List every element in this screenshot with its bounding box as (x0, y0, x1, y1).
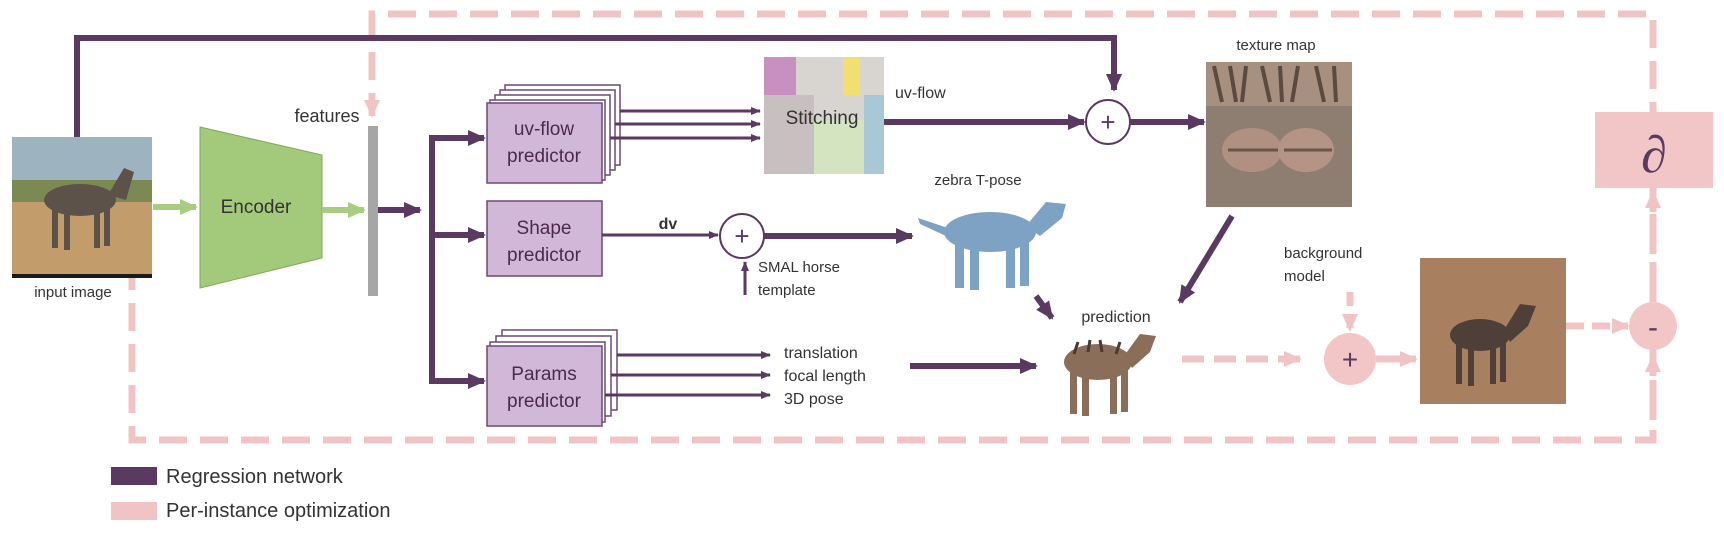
params-predictor-label-2: predictor (507, 391, 582, 412)
params-predictor: Params predictor (486, 329, 618, 427)
zebra-tpose-label: zebra T-pose (934, 172, 1021, 189)
texture-to-prediction-arrow (1177, 214, 1235, 304)
stitching-block: Stitching (764, 57, 884, 174)
texture-map-label: texture map (1236, 37, 1315, 54)
skip-connection-arrow (74, 35, 1122, 137)
params-output-arrows (605, 351, 771, 399)
uv-flow-predictor: uv-flow predictor (486, 84, 621, 184)
composite-sum-node (1324, 333, 1376, 385)
input-image (12, 137, 152, 278)
prediction-zebra (1064, 334, 1156, 416)
legend-label-regression: Regression network (166, 466, 344, 488)
smal-template-label-2: template (758, 282, 816, 299)
features-label: features (294, 106, 359, 126)
uv-flow-label: uv-flow (895, 85, 946, 102)
composited-render (1420, 258, 1566, 404)
zebra-figure-input (44, 168, 134, 250)
prediction-label: prediction (1081, 309, 1150, 326)
legend-label-optimization: Per-instance optimization (166, 500, 391, 522)
legend-swatch-regression (111, 467, 157, 485)
stitching-label: Stitching (786, 108, 859, 129)
background-model-label-2: model (1284, 268, 1325, 285)
shape-predictor-label-1: Shape (517, 218, 572, 239)
pose-3d-label: 3D pose (784, 391, 844, 408)
encoder-label: Encoder (221, 197, 292, 218)
shape-predictor-label-2: predictor (507, 245, 582, 266)
gradient-symbol: ∂ (1641, 127, 1667, 184)
composite-sum-symbol: + (1342, 344, 1358, 375)
feature-bar (368, 126, 378, 296)
shape-predictor-box (486, 200, 603, 277)
encoder-block (199, 126, 323, 289)
texture-map-image (1206, 62, 1352, 207)
background-model-label-1: background (1284, 245, 1362, 262)
shape-sum-symbol: + (734, 221, 749, 251)
uv-predictor-label-2: predictor (507, 146, 582, 167)
input-image-label: input image (34, 284, 112, 301)
zebra-tpose-mesh (918, 202, 1066, 290)
uv-predictor-label-1: uv-flow (514, 119, 574, 140)
legend-swatch-optimization (111, 502, 157, 520)
params-predictor-label-1: Params (511, 364, 576, 385)
legend: Regression network Per-instance optimiza… (111, 466, 391, 522)
loss-minus-symbol: - (1648, 311, 1658, 344)
focal-length-label: focal length (784, 368, 866, 385)
smal-template-label-1: SMAL horse (758, 259, 840, 276)
translation-label: translation (784, 345, 858, 362)
uv-to-stitching-arrows (610, 107, 761, 142)
loss-minus-node (1629, 302, 1677, 350)
texture-sum-symbol: + (1100, 107, 1115, 137)
dv-label: dv (659, 216, 678, 233)
gradient-box (1595, 112, 1713, 188)
tpose-to-prediction-arrow (1033, 294, 1055, 320)
